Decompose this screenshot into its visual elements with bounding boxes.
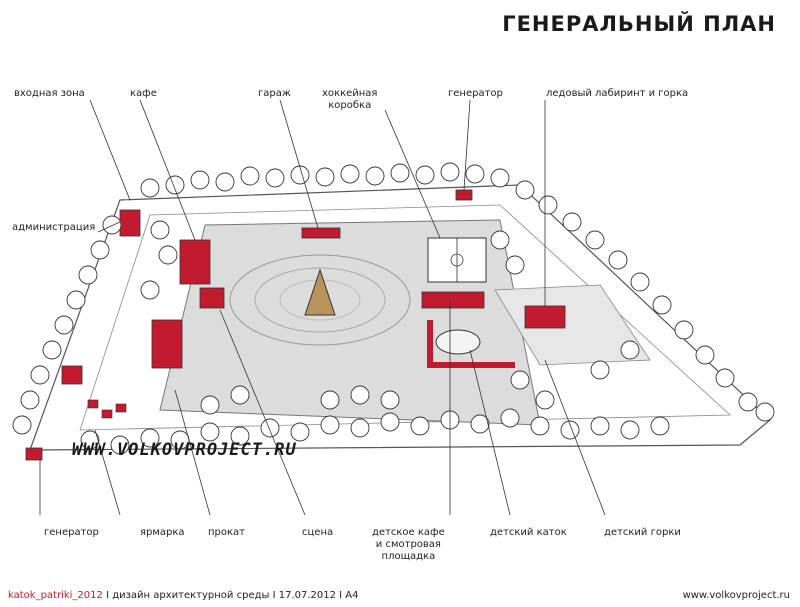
tree-row-left bbox=[12, 215, 122, 435]
label-rental: прокат bbox=[208, 527, 245, 538]
label-administration: администрация bbox=[12, 222, 96, 233]
skating-loop-mid bbox=[254, 267, 386, 333]
hockey-box-center bbox=[450, 253, 464, 267]
label-kids-rink: детский каток bbox=[490, 527, 567, 538]
footer-left: katok_patriki_2012 I дизайн архитектурно… bbox=[8, 590, 359, 601]
label-generator-bottom: генератор bbox=[44, 527, 99, 538]
leader-lines bbox=[39, 99, 606, 516]
garage-building bbox=[301, 227, 341, 239]
label-ice-labyrinth: ледовый лабиринт и горка bbox=[546, 88, 689, 99]
label-kids-cafe-line3: площадка bbox=[381, 551, 436, 562]
label-fair: ярмарка bbox=[140, 527, 185, 538]
generator-bottom-building bbox=[25, 447, 43, 461]
label-kids-cafe-line2: и смотровая bbox=[375, 539, 441, 550]
label-hockey: хоккейная коробка bbox=[322, 88, 377, 112]
kids-rink bbox=[435, 329, 481, 355]
footer-details: I дизайн архитектурной среды I 17.07.201… bbox=[102, 590, 359, 601]
cafe-building bbox=[179, 239, 211, 285]
kids-cafe-building bbox=[421, 291, 485, 309]
label-hockey-line1: хоккейная bbox=[322, 88, 378, 99]
footer-website: www.volkovproject.ru bbox=[682, 590, 790, 601]
right-plaza bbox=[494, 284, 651, 366]
label-kids-cafe-line1: детское кафе bbox=[372, 527, 445, 538]
fair-stall-2 bbox=[101, 409, 113, 419]
rental-building bbox=[151, 319, 183, 369]
fair-stall-3 bbox=[115, 403, 127, 413]
skating-loop-outer bbox=[229, 254, 411, 346]
generator-top-building bbox=[455, 189, 473, 201]
label-kids-cafe: детское кафе и смотровая площадка bbox=[372, 527, 445, 563]
label-kids-slides: детский горки bbox=[604, 527, 681, 538]
kids-rink-track bbox=[427, 320, 515, 368]
tree-row-top bbox=[140, 162, 510, 198]
christmas-tree bbox=[304, 268, 336, 316]
tree-row-bottom bbox=[80, 408, 670, 455]
label-cafe: кафе bbox=[130, 88, 157, 99]
admin-building bbox=[119, 209, 141, 237]
label-entry-zone: входная зона bbox=[14, 88, 85, 99]
stage-building bbox=[199, 287, 225, 309]
label-stage: сцена bbox=[302, 527, 334, 538]
footer-project-code: katok_patriki_2012 bbox=[8, 590, 103, 601]
watermark: WWW.VOLKOVPROJECT.RU bbox=[72, 440, 297, 460]
fair-stall-1 bbox=[87, 399, 99, 409]
tree-group-inner bbox=[140, 220, 640, 415]
page-title: ГЕНЕРАЛЬНЫЙ ПЛАН bbox=[502, 12, 776, 36]
label-generator-top: генератор bbox=[448, 88, 503, 99]
labyrinth-building bbox=[524, 305, 566, 329]
entry-building bbox=[61, 365, 83, 385]
label-garage: гараж bbox=[258, 88, 291, 99]
tree-row-right bbox=[515, 180, 775, 422]
label-hockey-line2: коробка bbox=[328, 100, 372, 111]
park-outline bbox=[29, 184, 771, 451]
